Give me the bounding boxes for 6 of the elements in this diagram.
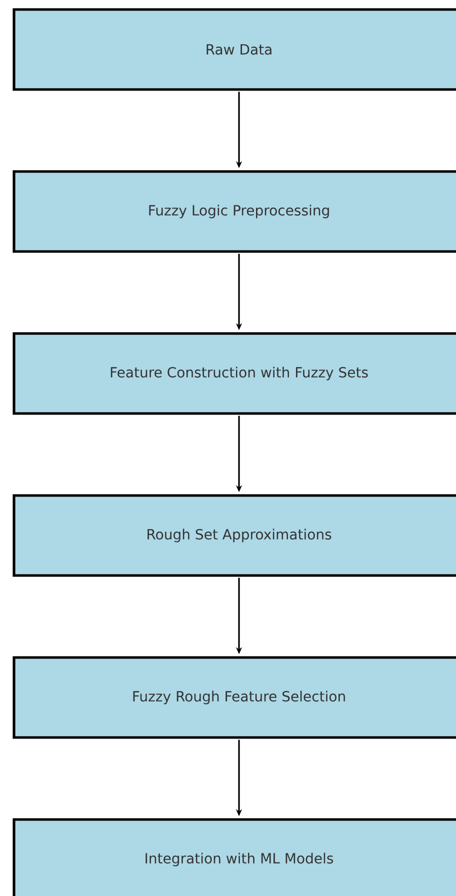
process-box: Fuzzy Rough Feature Selection (12, 656, 456, 739)
process-box: Integration with ML Models (12, 818, 456, 896)
process-box: Raw Data (12, 8, 456, 91)
process-box: Rough Set Approximations (12, 494, 456, 577)
process-box: Feature Construction with Fuzzy Sets (12, 332, 456, 415)
process-box: Fuzzy Logic Preprocessing (12, 170, 456, 253)
